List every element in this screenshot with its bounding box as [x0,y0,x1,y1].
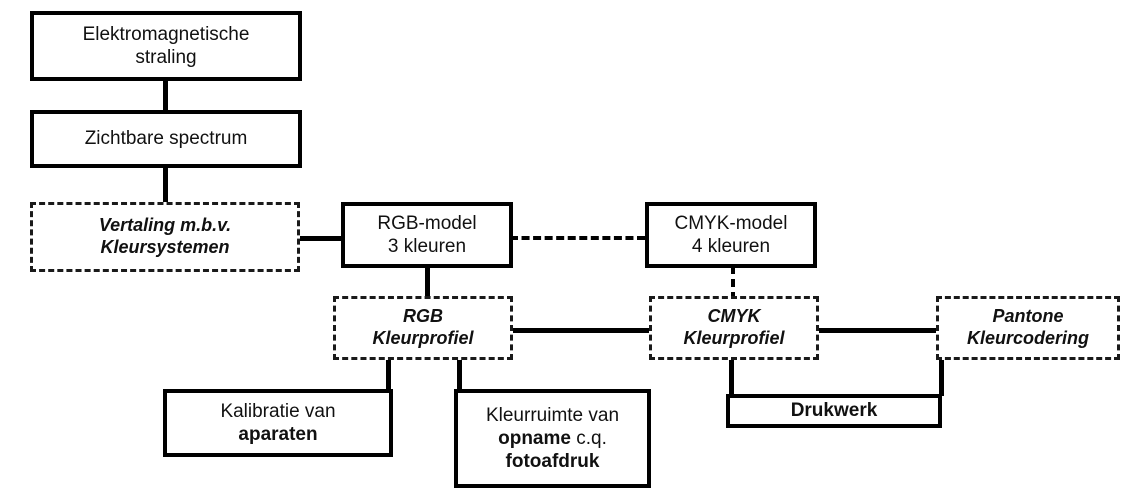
edge-cmyk-profiel-to-pantone [815,328,939,333]
edge-spectrum-to-vertaling [163,166,168,202]
node-line: Zichtbare spectrum [84,128,248,150]
node-zichtbare-spectrum[interactable]: Zichtbare spectrum [30,110,302,168]
node-line: RGB-model [377,212,477,234]
node-line: CMYK [707,306,761,327]
node-line: Kleursystemen [100,237,230,257]
edge-straling-to-spectrum [163,76,168,112]
edge-cmyk-profiel-to-drukwerk [729,358,734,396]
node-line: Drukwerk [790,400,878,422]
edge-rgb-profiel-to-kalibratie [386,358,391,394]
node-line: Kleurcodering [966,328,1090,348]
node-rgb-model[interactable]: RGB-model 3 kleuren [341,202,513,268]
node-line: 4 kleuren [691,236,771,257]
node-line: CMYK-model [674,212,788,234]
node-vertaling-kleursystemen[interactable]: Vertaling m.b.v. Kleursystemen [30,202,300,272]
node-line: RGB [403,306,443,327]
node-line: aparaten [238,424,318,445]
node-line-strong: opname [498,427,571,449]
node-line: Vertaling m.b.v. [98,215,232,236]
edge-pantone-to-drukwerk [939,358,944,396]
node-line-mixed: opname c.q. [498,427,607,450]
node-kleurruimte-opname[interactable]: Kleurruimte van opname c.q. fotoafdruk [454,389,651,488]
node-line: fotoafdruk [505,451,600,473]
node-line: Kleurprofiel [372,328,474,348]
node-line: Elektromagnetische [82,23,250,45]
node-rgb-kleurprofiel[interactable]: RGB Kleurprofiel [333,296,513,360]
edge-cmyk-model-to-cmyk-profiel [731,266,735,300]
node-drukwerk[interactable]: Drukwerk [726,394,942,428]
edge-rgb-model-to-cmyk-model [510,236,645,240]
node-line: Kleurprofiel [683,328,785,348]
node-line: Kleurruimte van [485,404,620,426]
node-line: straling [135,47,197,68]
node-elektromagnetische-straling[interactable]: Elektromagnetische straling [30,11,302,81]
edge-vertaling-to-rgb-model [296,236,346,241]
node-line: 3 kleuren [387,236,467,257]
node-line: Pantone [992,306,1064,327]
node-pantone-kleurcodering[interactable]: Pantone Kleurcodering [936,296,1120,360]
node-cmyk-kleurprofiel[interactable]: CMYK Kleurprofiel [649,296,819,360]
edge-rgb-profiel-to-cmyk-profiel [510,328,652,333]
node-cmyk-model[interactable]: CMYK-model 4 kleuren [645,202,817,268]
edge-rgb-model-to-rgb-profiel [425,266,430,300]
edge-rgb-profiel-to-kleurruimte [457,358,462,394]
node-kalibratie-aparaten[interactable]: Kalibratie van aparaten [163,389,393,457]
node-line: Kalibratie van [220,400,336,422]
node-line-rest: c.q. [570,427,607,449]
